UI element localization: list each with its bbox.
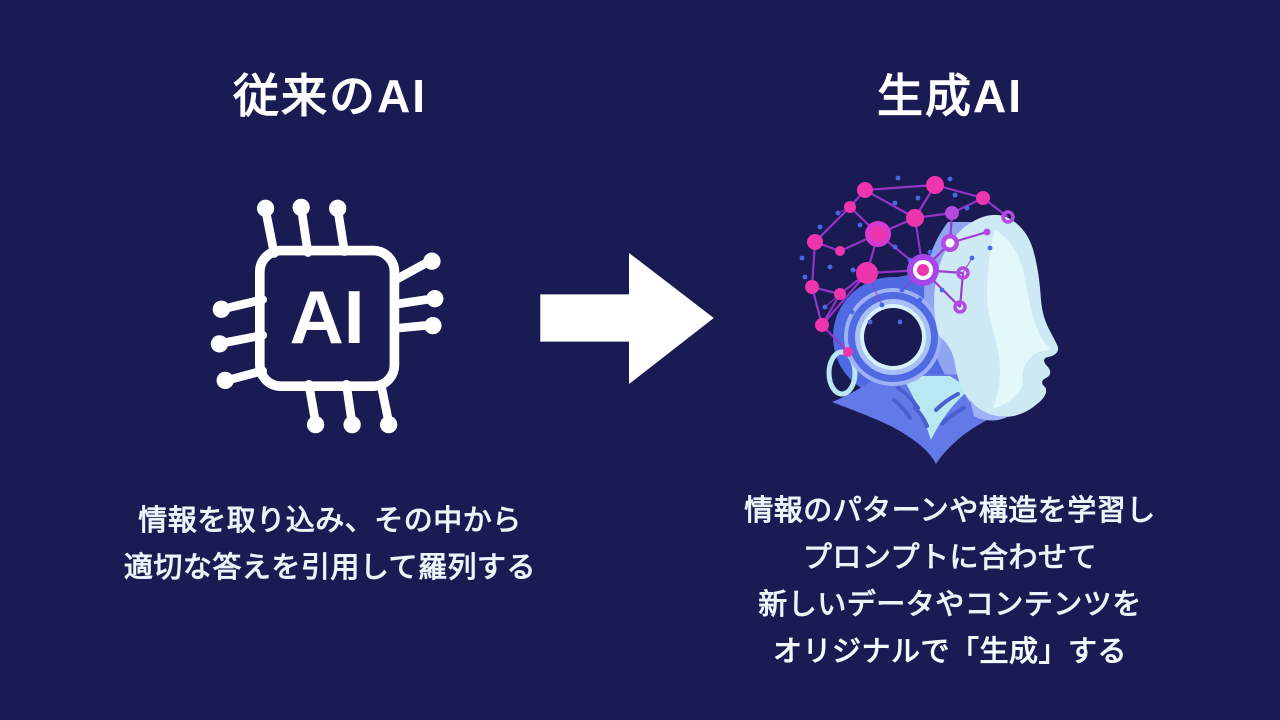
neck-ribs xyxy=(892,386,966,428)
description-line: 適切な答えを引用して羅列する xyxy=(123,552,537,584)
chip-ai-label: AI xyxy=(290,275,365,359)
generative-ai-title: 生成AI xyxy=(877,70,1023,122)
description-line: プロンプトに合わせて xyxy=(802,542,1098,574)
traditional-ai-description: 情報を取り込み、その中から 適切な答えを引用して羅列する xyxy=(70,498,590,592)
brain-network xyxy=(799,175,1015,357)
ear-hook xyxy=(826,349,858,397)
face-highlight xyxy=(987,230,1050,408)
generative-ai-head-icon xyxy=(790,170,1080,475)
network-blue-dots xyxy=(799,175,993,325)
network-nodes xyxy=(805,176,1015,357)
description-emphasis-line: オリジナルで「生成」する xyxy=(772,636,1127,668)
description-line: 情報を取り込み、その中から xyxy=(138,505,522,537)
ear-rings xyxy=(844,288,942,386)
generative-ai-description: 情報のパターンや構造を学習し プロンプトに合わせて 新しいデータやコンテンツを … xyxy=(680,488,1220,676)
description-line: 新しいデータやコンテンツを xyxy=(758,589,1142,621)
arrow-svg xyxy=(540,252,714,385)
jaw-shadow xyxy=(970,400,1009,421)
ai-head-svg xyxy=(799,175,1059,464)
chip-pins xyxy=(210,198,444,434)
ai-chip-svg: AI xyxy=(210,198,444,434)
ai-chip-icon: AI xyxy=(205,172,455,465)
chip-body xyxy=(255,245,400,392)
traditional-ai-title: 従来のAI xyxy=(233,70,427,122)
transform-arrow-icon xyxy=(540,250,718,393)
description-line: 情報のパターンや構造を学習し xyxy=(744,495,1156,527)
